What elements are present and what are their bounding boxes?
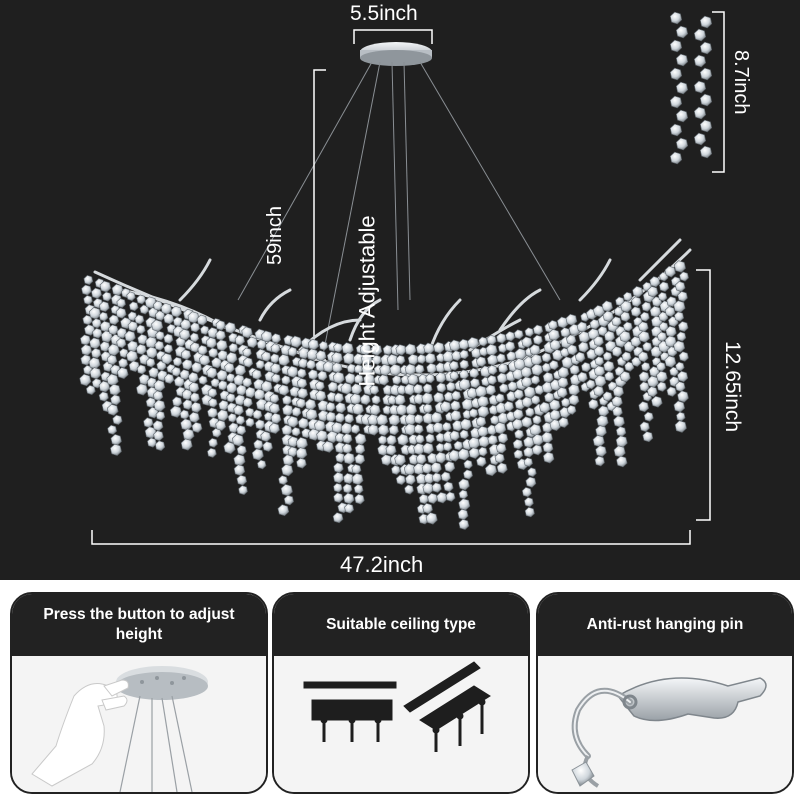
- glove-hand: [31, 679, 129, 787]
- fixture-height-line: [696, 269, 711, 521]
- product-dimension-panel: 5.5inch 59inch Height Adjustable 8.7inch…: [0, 0, 800, 580]
- hanging-height-label: 59inch: [263, 206, 286, 265]
- strand-length-label: 8.7inch: [730, 50, 752, 115]
- canopy-dimension-line: [353, 29, 433, 44]
- feature-card-adjust-height: Press the button to adjust height: [10, 592, 268, 794]
- chandelier-crystals: [79, 260, 689, 530]
- canopy-width-label: 5.5inch: [350, 2, 418, 25]
- canopy: [360, 42, 432, 66]
- height-adjustable-label: Height Adjustable: [354, 215, 380, 387]
- fixture-width-line: [91, 530, 691, 545]
- sloped-ceiling-icon: [403, 661, 491, 752]
- crystal-strand-sample: [669, 11, 713, 165]
- hanging-pin-photo: [538, 656, 792, 792]
- fixture-width-label: 47.2inch: [340, 552, 424, 577]
- feature-card-title: Suitable ceiling type: [274, 594, 528, 656]
- strand-length-line: [712, 11, 725, 173]
- feature-card-title: Anti-rust hanging pin: [538, 594, 792, 656]
- ceiling-type-diagram: [274, 656, 528, 792]
- feature-card-title: Press the button to adjust height: [12, 594, 266, 656]
- feature-card-ceiling-type: Suitable ceiling type: [272, 592, 530, 794]
- chandelier-illustration: [79, 11, 725, 545]
- suspension-wires: [237, 61, 561, 361]
- height-dimension-line: [313, 69, 326, 361]
- fixture-height-label: 12.65inch: [721, 341, 744, 433]
- feature-card-hanging-pin: Anti-rust hanging pin: [536, 592, 794, 794]
- adjust-height-photo: [12, 656, 266, 792]
- flat-ceiling-icon: [303, 681, 397, 742]
